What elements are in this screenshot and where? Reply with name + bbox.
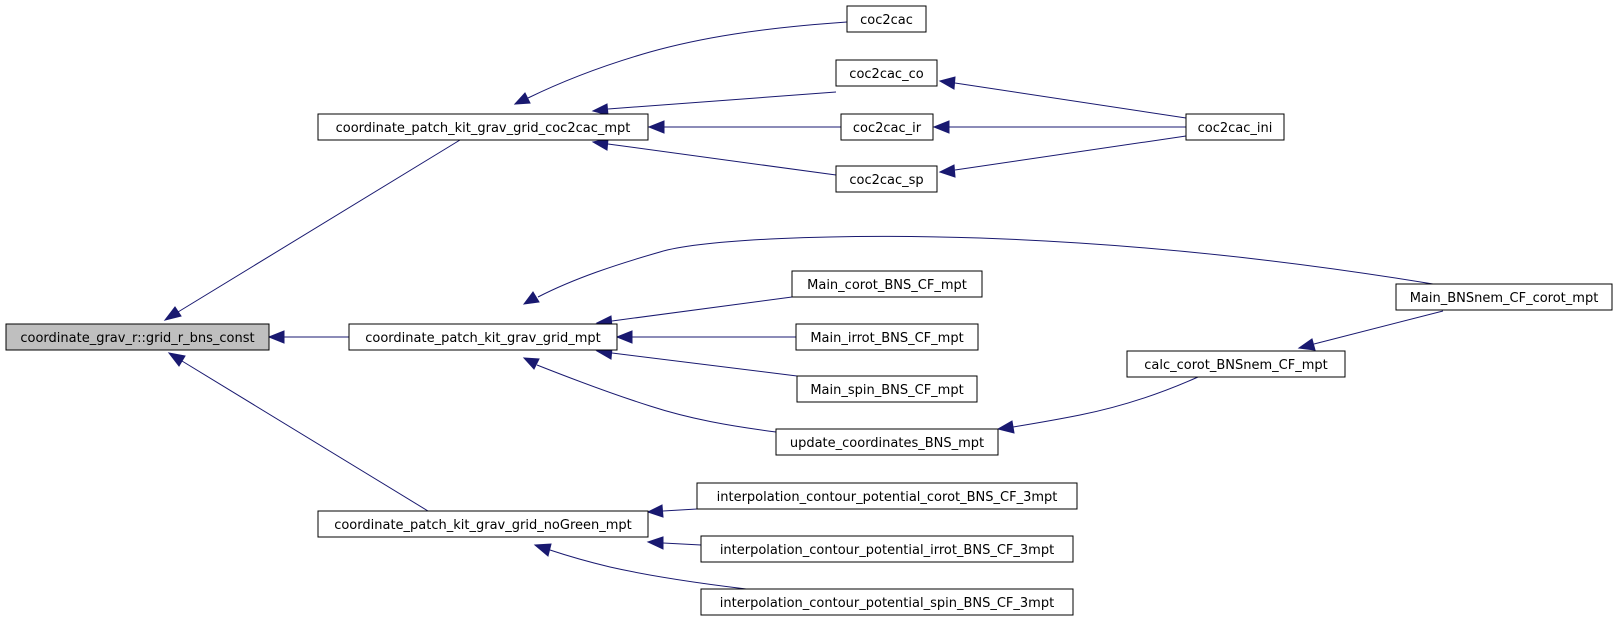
edge-nogreen-mpt-to-root	[181, 360, 429, 512]
node-nogreen-mpt[interactable]: coordinate_patch_kit_grav_grid_noGreen_m…	[317, 510, 649, 538]
edge-coc2cac-ini-to-coc2cac-co	[954, 82, 1187, 119]
arrowhead-icon	[647, 120, 665, 134]
arrowhead-icon	[938, 164, 956, 178]
edge-coc2cac-mpt-to-root	[177, 139, 461, 313]
node-label: coc2cac_ini	[1198, 121, 1273, 136]
arrowhead-icon	[167, 352, 186, 367]
arrowhead-icon	[267, 330, 285, 344]
node-label: interpolation_contour_potential_irrot_BN…	[720, 543, 1054, 558]
node-main-corot[interactable]: Main_corot_BNS_CF_mpt	[791, 270, 983, 298]
node-root[interactable]: coordinate_grav_r::grid_r_bns_const	[5, 323, 270, 351]
edge-interp-spin-to-nogreen-mpt	[549, 549, 774, 593]
edge-interp-irrot-to-nogreen-mpt	[662, 542, 702, 546]
edge-update-coords-to-grid-mpt	[536, 364, 777, 433]
node-label: interpolation_contour_potential_spin_BNS…	[720, 596, 1054, 611]
arrowhead-icon	[615, 330, 633, 344]
arrowhead-icon	[996, 420, 1015, 434]
node-interp-spin[interactable]: interpolation_contour_potential_spin_BNS…	[700, 588, 1074, 616]
arrowhead-icon	[938, 76, 956, 90]
edge-coc2cac-sp-to-coc2cac-mpt	[607, 143, 837, 176]
node-label: Main_BNSnem_CF_corot_mpt	[1410, 291, 1599, 306]
node-label: interpolation_contour_potential_corot_BN…	[717, 490, 1058, 505]
arrowhead-icon	[513, 92, 531, 105]
edge-calc-corot-to-update-coords	[1012, 376, 1199, 428]
edge-coc2cac-co-to-coc2cac-mpt	[607, 91, 837, 110]
edge-coc2cac-to-coc2cac-mpt	[527, 21, 848, 99]
node-main-spin[interactable]: Main_spin_BNS_CF_mpt	[796, 375, 978, 403]
node-main-bnsnem[interactable]: Main_BNSnem_CF_corot_mpt	[1395, 283, 1613, 311]
node-label: Main_spin_BNS_CF_mpt	[810, 383, 963, 398]
arrowhead-icon	[163, 306, 182, 321]
node-label: coc2cac_co	[849, 67, 923, 82]
edge-coc2cac-ini-to-coc2cac-sp	[954, 135, 1187, 171]
node-label: coordinate_grav_r::grid_r_bns_const	[20, 331, 254, 346]
edges	[163, 21, 1444, 593]
node-label: coc2cac_sp	[849, 173, 923, 188]
arrowhead-icon	[646, 536, 664, 550]
arrowhead-icon	[522, 291, 540, 305]
node-coc2cac-sp[interactable]: coc2cac_sp	[835, 165, 938, 193]
edge-interp-corot-to-nogreen-mpt	[662, 508, 698, 512]
node-label: calc_corot_BNSnem_CF_mpt	[1144, 358, 1327, 373]
arrowhead-icon	[932, 120, 950, 134]
node-calc-corot[interactable]: calc_corot_BNSnem_CF_mpt	[1126, 350, 1346, 378]
arrowhead-icon	[522, 357, 540, 370]
arrowhead-icon	[533, 543, 552, 557]
node-interp-corot[interactable]: interpolation_contour_potential_corot_BN…	[696, 482, 1078, 510]
edge-main-bnsnem-to-grid-mpt	[537, 235, 1434, 298]
node-coc2cac[interactable]: coc2cac	[846, 5, 927, 33]
node-label: Main_corot_BNS_CF_mpt	[807, 278, 967, 293]
node-coc2cac-ir[interactable]: coc2cac_ir	[840, 113, 934, 141]
arrowhead-icon	[646, 504, 664, 518]
node-label: Main_irrot_BNS_CF_mpt	[810, 331, 963, 346]
node-label: coc2cac_ir	[853, 121, 922, 136]
node-update-coords[interactable]: update_coordinates_BNS_mpt	[775, 428, 999, 456]
node-label: coc2cac	[860, 13, 913, 28]
nodes: coordinate_grav_r::grid_r_bns_const coor…	[5, 5, 1613, 616]
node-label: update_coordinates_BNS_mpt	[790, 436, 984, 451]
node-label: coordinate_patch_kit_grav_grid_noGreen_m…	[334, 518, 632, 533]
arrowhead-icon	[591, 138, 609, 151]
node-label: coordinate_patch_kit_grav_grid_mpt	[365, 331, 601, 346]
edge-main-corot-to-grid-mpt	[611, 296, 793, 322]
edge-main-spin-to-grid-mpt	[611, 352, 798, 377]
node-coc2cac-mpt[interactable]: coordinate_patch_kit_grav_grid_coc2cac_m…	[317, 113, 649, 141]
node-main-irrot[interactable]: Main_irrot_BNS_CF_mpt	[795, 323, 979, 351]
node-label: coordinate_patch_kit_grav_grid_coc2cac_m…	[336, 121, 631, 136]
edge-main-bnsnem-to-calc-corot	[1313, 310, 1444, 345]
arrowhead-icon	[1297, 338, 1316, 351]
node-grid-mpt[interactable]: coordinate_patch_kit_grav_grid_mpt	[348, 323, 618, 351]
node-interp-irrot[interactable]: interpolation_contour_potential_irrot_BN…	[700, 535, 1074, 563]
arrowhead-icon	[591, 103, 609, 116]
node-coc2cac-ini[interactable]: coc2cac_ini	[1185, 113, 1285, 141]
node-coc2cac-co[interactable]: coc2cac_co	[835, 59, 938, 87]
